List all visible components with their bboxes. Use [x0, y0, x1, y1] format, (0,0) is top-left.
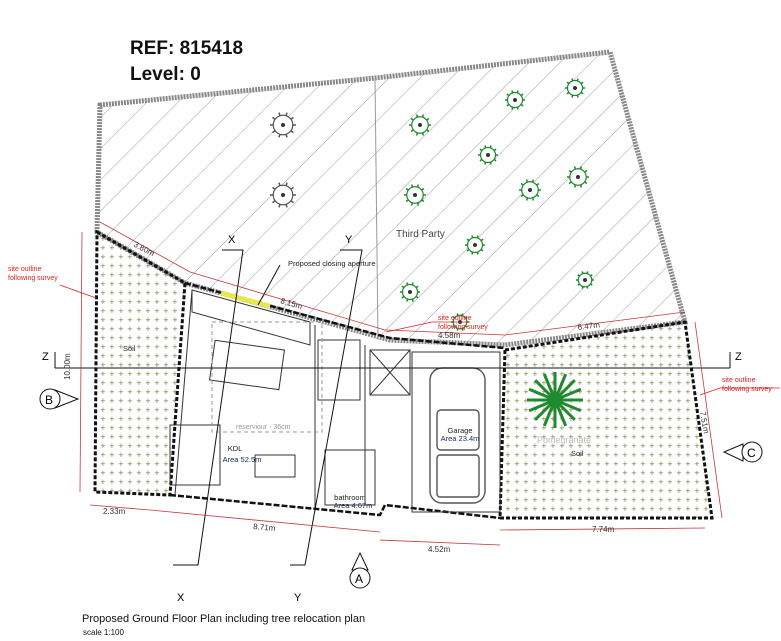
plan-scale: scale 1:100 [83, 628, 124, 637]
tree-icon [270, 182, 296, 208]
garage-label: Garage [447, 426, 472, 435]
interior-walls [169, 289, 501, 513]
section-y-bottom: Y [294, 592, 302, 604]
garage-area: Area 23.4m [441, 434, 480, 443]
bathroom-area: Area 4.67m [334, 501, 373, 510]
soil-area-right [498, 320, 714, 520]
soil-label-right: Soil [571, 449, 584, 458]
aperture-leader [257, 264, 281, 306]
section-y-top: Y [345, 234, 353, 246]
section-x-top: X [228, 234, 236, 246]
building-wall [184, 281, 506, 350]
bathroom-label: bathroom [334, 493, 366, 502]
closing-aperture-label: Proposed closing aperture [288, 259, 376, 268]
tree-icon [519, 179, 541, 201]
annotation-leaders [59, 284, 780, 396]
ref-label: REF: 815418 [130, 38, 244, 59]
section-z-left: Z [42, 351, 49, 363]
soil-label-left: Soil [123, 344, 136, 353]
section-x-bottom: X [177, 592, 185, 604]
pomegranate-label: Pomegranate [537, 435, 591, 445]
dim-6-47: 6.47m [577, 320, 600, 332]
tree-icon [527, 372, 583, 428]
dim-7-74: 7.74m [592, 525, 615, 534]
site-outline-label-right-1: site outline [722, 377, 756, 384]
site-outline-label-mid-1: site outline [438, 315, 472, 322]
tree-icon [505, 90, 525, 110]
site-outline-label-left-1: site outline [8, 266, 42, 273]
tree-icon [465, 235, 485, 255]
site-outline-label-mid-2: following survey [438, 324, 488, 331]
reservoir-label: reserviour - 36cm [236, 424, 291, 431]
tree-icon [576, 271, 594, 289]
elevation-markers [39, 388, 763, 589]
building-wall-bottom [169, 493, 501, 520]
dim-10-00: 10.00m [63, 353, 72, 380]
dim-2-33: 2.33m [103, 507, 126, 516]
level-label: Level: 0 [130, 64, 201, 85]
kdl-area: Area 52.5m [223, 455, 262, 464]
tree-icon [567, 166, 589, 188]
tree-icon [409, 114, 431, 136]
marker-b: B [45, 393, 53, 407]
third-party-label: Third Party [396, 229, 445, 240]
dim-8-71: 8.71m [253, 522, 276, 533]
tree-icon [400, 282, 420, 302]
closing-aperture [220, 290, 270, 309]
trees [270, 78, 594, 428]
tree-icon [565, 78, 585, 98]
dim-4-52: 4.52m [428, 545, 451, 554]
site-outline-label-left-2: following survey [8, 275, 58, 282]
plan-title: Proposed Ground Floor Plan including tre… [82, 613, 366, 625]
marker-c: C [747, 446, 756, 460]
site-outline-label-right-2: following survey [722, 386, 772, 393]
section-z-right: Z [735, 351, 742, 363]
kdl-label: KDL [228, 444, 243, 453]
marker-a: A [355, 572, 363, 586]
tree-icon [404, 184, 426, 206]
tree-icon [270, 112, 296, 138]
third-party-area [94, 49, 689, 348]
dimension-lines [79, 221, 723, 546]
tree-icon [478, 145, 498, 165]
section-lines [54, 249, 731, 566]
property-divider [374, 77, 379, 341]
dim-4-58: 4.58m [438, 331, 461, 340]
dim-7-51: 7.51m [698, 411, 711, 435]
